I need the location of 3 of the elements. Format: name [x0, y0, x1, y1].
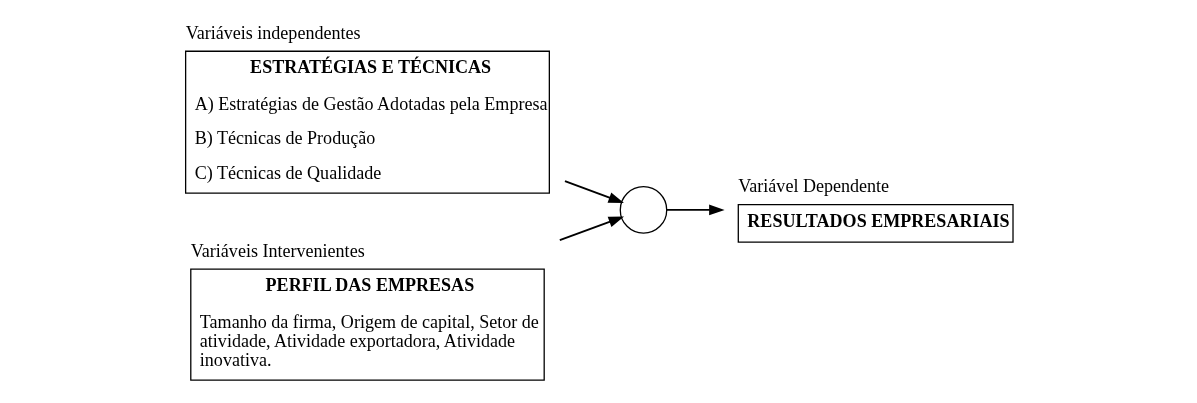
node-label: Variável Dependente [737, 176, 889, 197]
node-label: Variáveis independentes [185, 22, 361, 43]
node-label: Variáveis Intervenientes [190, 240, 365, 261]
